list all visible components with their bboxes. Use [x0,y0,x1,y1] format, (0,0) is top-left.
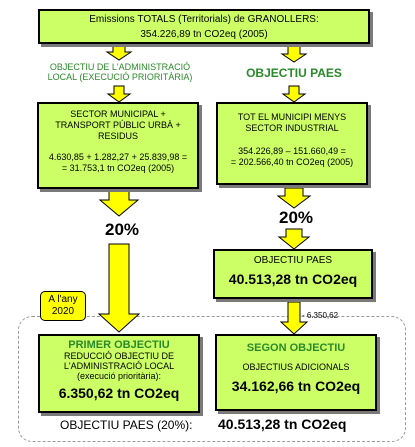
first-objective-line1: REDUCCIÓ OBJECTIU DE [63,351,174,361]
first-objective-line3: (execució prioritària): [76,371,162,381]
whole-municipality-calc1: 354.226,89 – 151.660,49 = [238,146,346,156]
whole-municipality-box: TOT EL MUNICIPI MENYS SECTOR INDUSTRIAL … [216,102,368,185]
arrow-into-right-box [281,85,307,103]
municipal-line2: TRANSPORT PÚBLIC URBÀ + [55,120,181,130]
second-objective-value: 34.162,66 tn CO2eq [231,378,361,394]
first-objective-line2: L'ADMINISTRACIÓ LOCAL [63,361,175,371]
footer-value: 40.513,28 tn CO2eq [218,416,347,432]
right-heading: OBJECTIU PAES [246,66,342,80]
second-objective-title: SEGON OBJECTIU [246,342,346,354]
total-emissions-line1: Emissions TOTALS (Territorials) de GRANO… [89,14,319,25]
paes-objective-title: OBJECTIU PAES [253,255,333,266]
arrow-into-left-box [106,85,132,103]
subtract-label: - 6.350,62 [302,311,339,320]
left-heading-line2: LOCAL (EXECUCIÓ PRIORITÀRIA) [47,72,193,82]
footer-label: OBJECTIU PAES (20%): [60,418,193,432]
year-badge-line2: 2020 [51,306,75,317]
whole-municipality-calc2: = 202.566,40 tn CO2eq (2005) [230,157,354,167]
left-heading: OBJECTIU DE L'ADMINISTRACIÓ LOCAL (EXECU… [24,62,216,82]
arrow-left-to-first-objective [97,243,141,333]
second-objective-subtitle: OBJECTIUS ADICIONALS [242,362,350,372]
municipal-calc1: 4.630,85 + 1.282,27 + 25.839,98 = [48,152,188,162]
year-badge-line1: A l'any [48,294,78,305]
paes-objective-value: 40.513,28 tn CO2eq [228,271,358,287]
second-objective-box: SEGON OBJECTIU OBJECTIUS ADICIONALS 34.1… [215,334,377,411]
municipal-line3: RESIDUS [97,131,138,141]
first-objective-title: PRIMER OBJECTIU [68,339,170,351]
arrow-left-to-percent [98,190,140,217]
first-objective-box: PRIMER OBJECTIU REDUCCIÓ OBJECTIU DE L'A… [38,334,200,413]
first-objective-value: 6.350,62 tn CO2eq [58,385,180,401]
arrow-right-to-paes [277,228,311,250]
left-heading-line1: OBJECTIU DE L'ADMINISTRACIÓ [49,62,191,72]
total-emissions-line2: 354.226,89 tn CO2eq (2005) [140,29,268,40]
arrow-right-to-second-objective [279,301,309,335]
right-percent-label: 20% [278,208,314,227]
total-emissions-box: Emissions TOTALS (Territorials) de GRANO… [38,9,370,44]
municipal-calc2: = 31.753,1 tn CO2eq (2005) [61,163,175,173]
arrow-top-right [280,41,308,63]
municipal-sector-box: SECTOR MUNICIPAL + TRANSPORT PÚBLIC URBÀ… [37,102,199,189]
arrow-top-left [105,41,133,61]
paes-objective-box: OBJECTIU PAES 40.513,28 tn CO2eq [213,249,373,299]
whole-municipality-line2: SECTOR INDUSTRIAL [245,123,339,133]
arrow-right-to-percent [276,187,312,209]
municipal-line1: SECTOR MUNICIPAL + [70,109,166,119]
left-percent-label: 20% [104,220,140,239]
year-badge: A l'any 2020 [40,291,86,321]
bottom-group-frame [18,316,406,442]
whole-municipality-line1: TOT EL MUNICIPI MENYS [237,112,347,122]
